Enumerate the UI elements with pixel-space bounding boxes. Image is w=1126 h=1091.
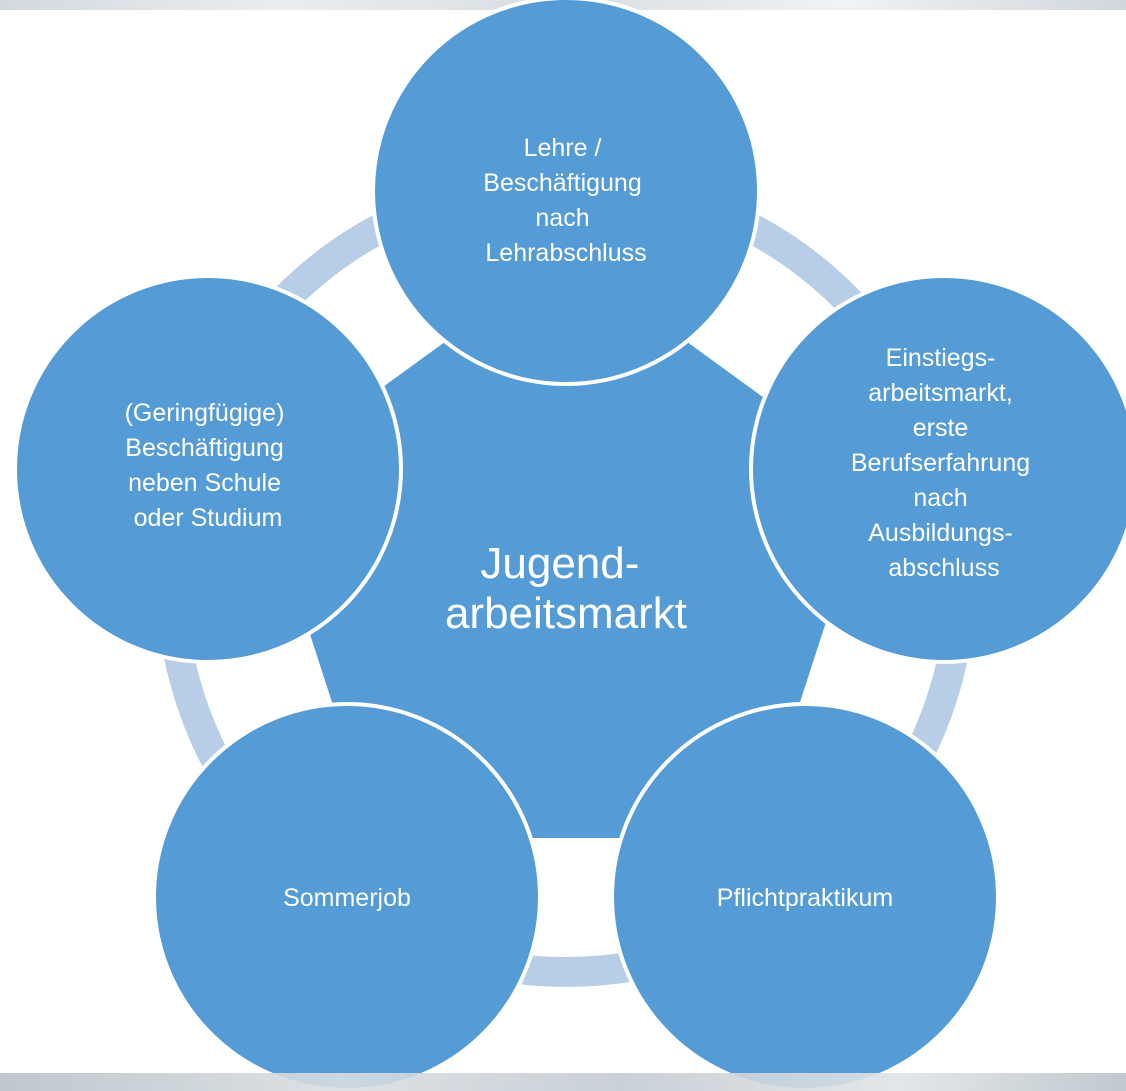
node-einstieg-label: Einstiegs- arbeitsmarkt, erste Berufserf… xyxy=(851,344,1037,582)
node-pflichtpraktikum: Pflichtpraktikum xyxy=(610,702,1000,1091)
node-geringfuegig: (Geringfügige) Beschäftigung neben Schul… xyxy=(13,274,403,664)
center-label-line-1: Jugend- xyxy=(480,539,639,588)
node-sommerjob: Sommerjob xyxy=(152,702,542,1091)
center-label-line-2: arbeitsmarkt xyxy=(445,589,687,638)
center-pentagon xyxy=(259,254,873,838)
node-lehre: Lehre / Beschäftigung nach Lehrabschluss xyxy=(371,0,761,386)
node-einstieg: Einstiegs- arbeitsmarkt, erste Berufserf… xyxy=(749,274,1126,664)
node-geringfuegig-label: (Geringfügige) Beschäftigung neben Schul… xyxy=(125,399,292,532)
center-label: Jugend- arbeitsmarkt xyxy=(445,539,687,638)
node-pflichtpraktikum-label: Pflichtpraktikum xyxy=(717,884,893,912)
node-sommerjob-label: Sommerjob xyxy=(283,884,411,912)
background-edge-bottom xyxy=(0,1073,1126,1091)
node-lehre-label: Lehre / Beschäftigung nach Lehrabschluss xyxy=(483,134,648,267)
